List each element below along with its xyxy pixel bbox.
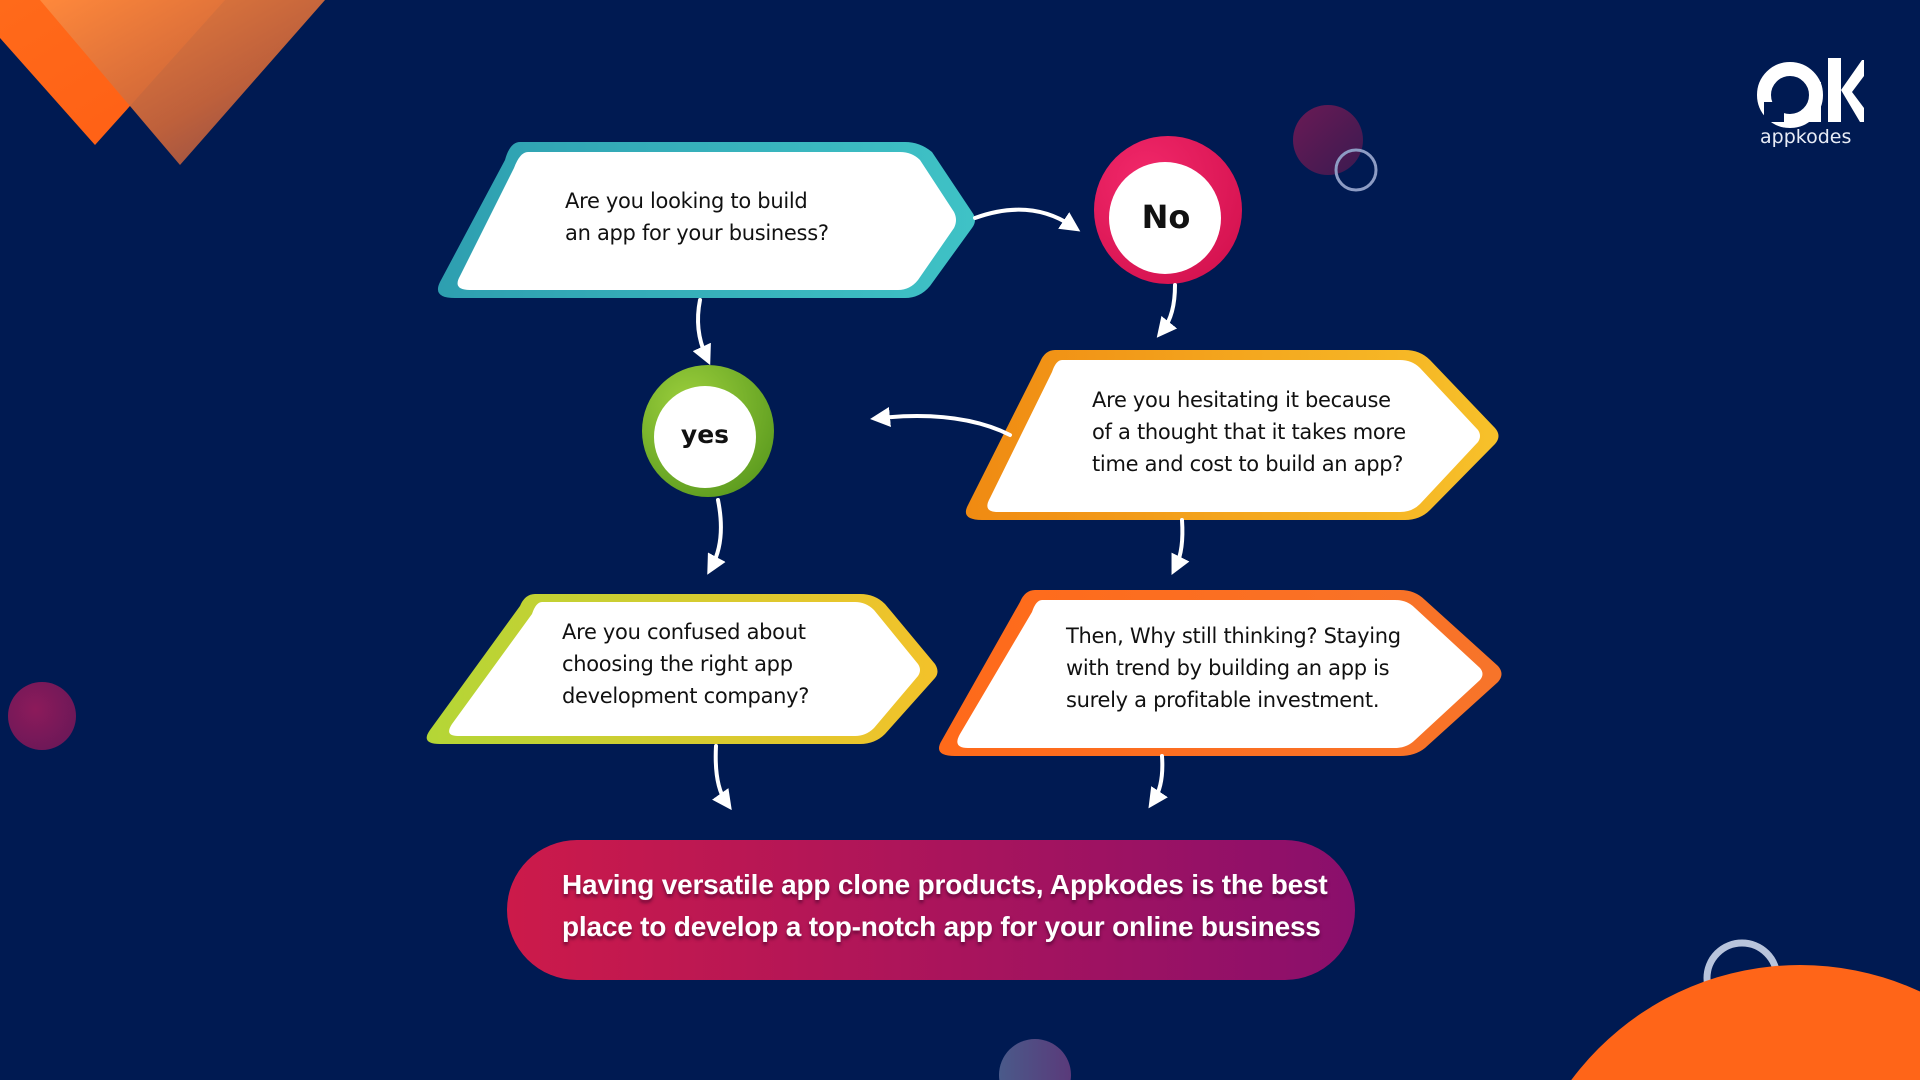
decor-dot-magenta — [8, 682, 76, 750]
cta-line: Having versatile app clone products, App… — [562, 869, 1328, 900]
logo-wordmark: appkodes — [1760, 126, 1852, 148]
node-q1-text: Are you looking to build an app for your… — [565, 185, 829, 249]
arrow-q3-to-cta — [712, 744, 732, 811]
arrow-no-to-q2 — [1156, 283, 1178, 338]
text-line: Then, Why still thinking? Staying — [1066, 624, 1401, 648]
cta-text: Having versatile app clone products, App… — [562, 864, 1328, 948]
text-line: development company? — [562, 684, 810, 708]
text-line: with trend by building an app is — [1066, 656, 1390, 680]
node-q1-shape — [437, 142, 975, 298]
node-q3-shape — [426, 594, 938, 744]
node-q2-shape — [965, 350, 1499, 520]
decor-triangle-brown — [40, 0, 325, 165]
cta-pill-shape — [507, 840, 1355, 980]
text-line: surely a profitable investment. — [1066, 688, 1380, 712]
text-line: Are you hesitating it because — [1092, 388, 1391, 412]
decor-ring — [1334, 148, 1378, 192]
decor-dot-mauve — [1293, 105, 1363, 175]
node-q3-text: Are you confused about choosing the righ… — [562, 616, 809, 712]
text-line: Are you confused about — [562, 620, 806, 644]
node-q4-text: Then, Why still thinking? Staying with t… — [1066, 620, 1401, 716]
arrow-q2-to-q4 — [1171, 518, 1190, 575]
node-no-label: No — [1141, 198, 1191, 236]
node-yes-label: yes — [680, 420, 730, 449]
decor-dot-grey — [999, 1039, 1071, 1080]
node-yes-shape — [642, 365, 774, 497]
logo-mark-icon — [1757, 58, 1864, 128]
arrow-q2-to-yes — [870, 407, 1012, 437]
node-q2-text: Are you hesitating it because of a thoug… — [1092, 384, 1406, 480]
flow-arrows — [692, 207, 1190, 811]
decor-circle-orange — [1571, 965, 1920, 1080]
text-line: choosing the right app — [562, 652, 793, 676]
text-line: Are you looking to build — [565, 189, 808, 213]
text-line: an app for your business? — [565, 221, 829, 245]
text-line: of a thought that it takes more — [1092, 420, 1406, 444]
arrow-q1-to-no — [973, 207, 1081, 232]
arrow-q1-to-yes — [692, 298, 711, 366]
node-q4-shape — [938, 590, 1502, 756]
cta-line: place to develop a top-notch app for you… — [562, 911, 1321, 942]
node-no-shape — [1094, 136, 1242, 284]
arrow-q4-to-cta — [1148, 754, 1168, 809]
arrow-yes-to-q3 — [707, 498, 726, 575]
text-line: time and cost to build an app? — [1092, 452, 1404, 476]
